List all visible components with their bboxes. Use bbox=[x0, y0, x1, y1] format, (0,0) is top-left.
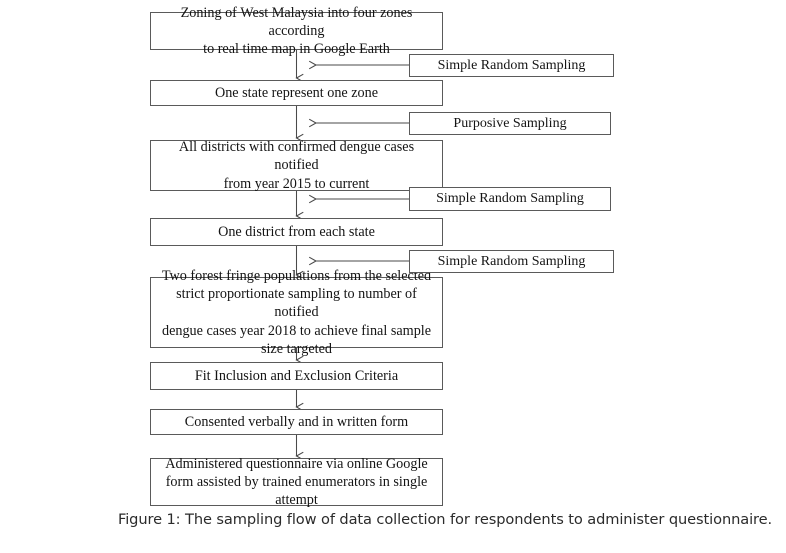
sampling-node-3-label: Simple Random Sampling bbox=[436, 191, 584, 207]
flow-node-one-state-label: One state represent one zone bbox=[214, 84, 379, 101]
sampling-node-4-label: Simple Random Sampling bbox=[437, 253, 586, 269]
flow-node-zoning-label: Zoning of West Malaysia into four zones … bbox=[180, 4, 413, 58]
flow-node-criteria: Fit Inclusion and Exclusion Criteria bbox=[150, 362, 443, 390]
flow-node-all-districts-label: All districts with confirmed dengue case… bbox=[178, 139, 415, 192]
flow-node-consent: Consented verbally and in written form bbox=[150, 409, 443, 435]
flow-node-one-state: One state represent one zone bbox=[150, 80, 443, 106]
flow-node-administered-label: Administered questionnaire via online Go… bbox=[165, 455, 428, 509]
flow-node-two-forest-fringe: Two forest fringe populations from the s… bbox=[150, 268, 443, 357]
sampling-node-2: Purposive Sampling bbox=[409, 112, 611, 135]
flow-node-one-district: One district from each state bbox=[150, 218, 443, 246]
flow-node-zoning: Zoning of West Malaysia into four zones … bbox=[150, 5, 443, 57]
flow-node-two-forest-fringe-label: Two forest fringe populations from the s… bbox=[161, 268, 432, 357]
flow-node-one-district-label: One district from each state bbox=[218, 223, 375, 240]
flow-node-consent-label: Consented verbally and in written form bbox=[184, 413, 409, 430]
sampling-node-1: Simple Random Sampling bbox=[409, 54, 614, 77]
flow-node-all-districts: All districts with confirmed dengue case… bbox=[150, 139, 443, 192]
sampling-node-1-label: Simple Random Sampling bbox=[437, 57, 586, 73]
sampling-node-2-label: Purposive Sampling bbox=[453, 115, 567, 131]
sampling-node-3: Simple Random Sampling bbox=[409, 187, 611, 211]
figure-caption: Figure 1: The sampling flow of data coll… bbox=[118, 511, 773, 528]
flow-node-criteria-label: Fit Inclusion and Exclusion Criteria bbox=[194, 367, 399, 384]
sampling-node-4: Simple Random Sampling bbox=[409, 250, 614, 273]
flow-node-administered: Administered questionnaire via online Go… bbox=[150, 456, 443, 508]
